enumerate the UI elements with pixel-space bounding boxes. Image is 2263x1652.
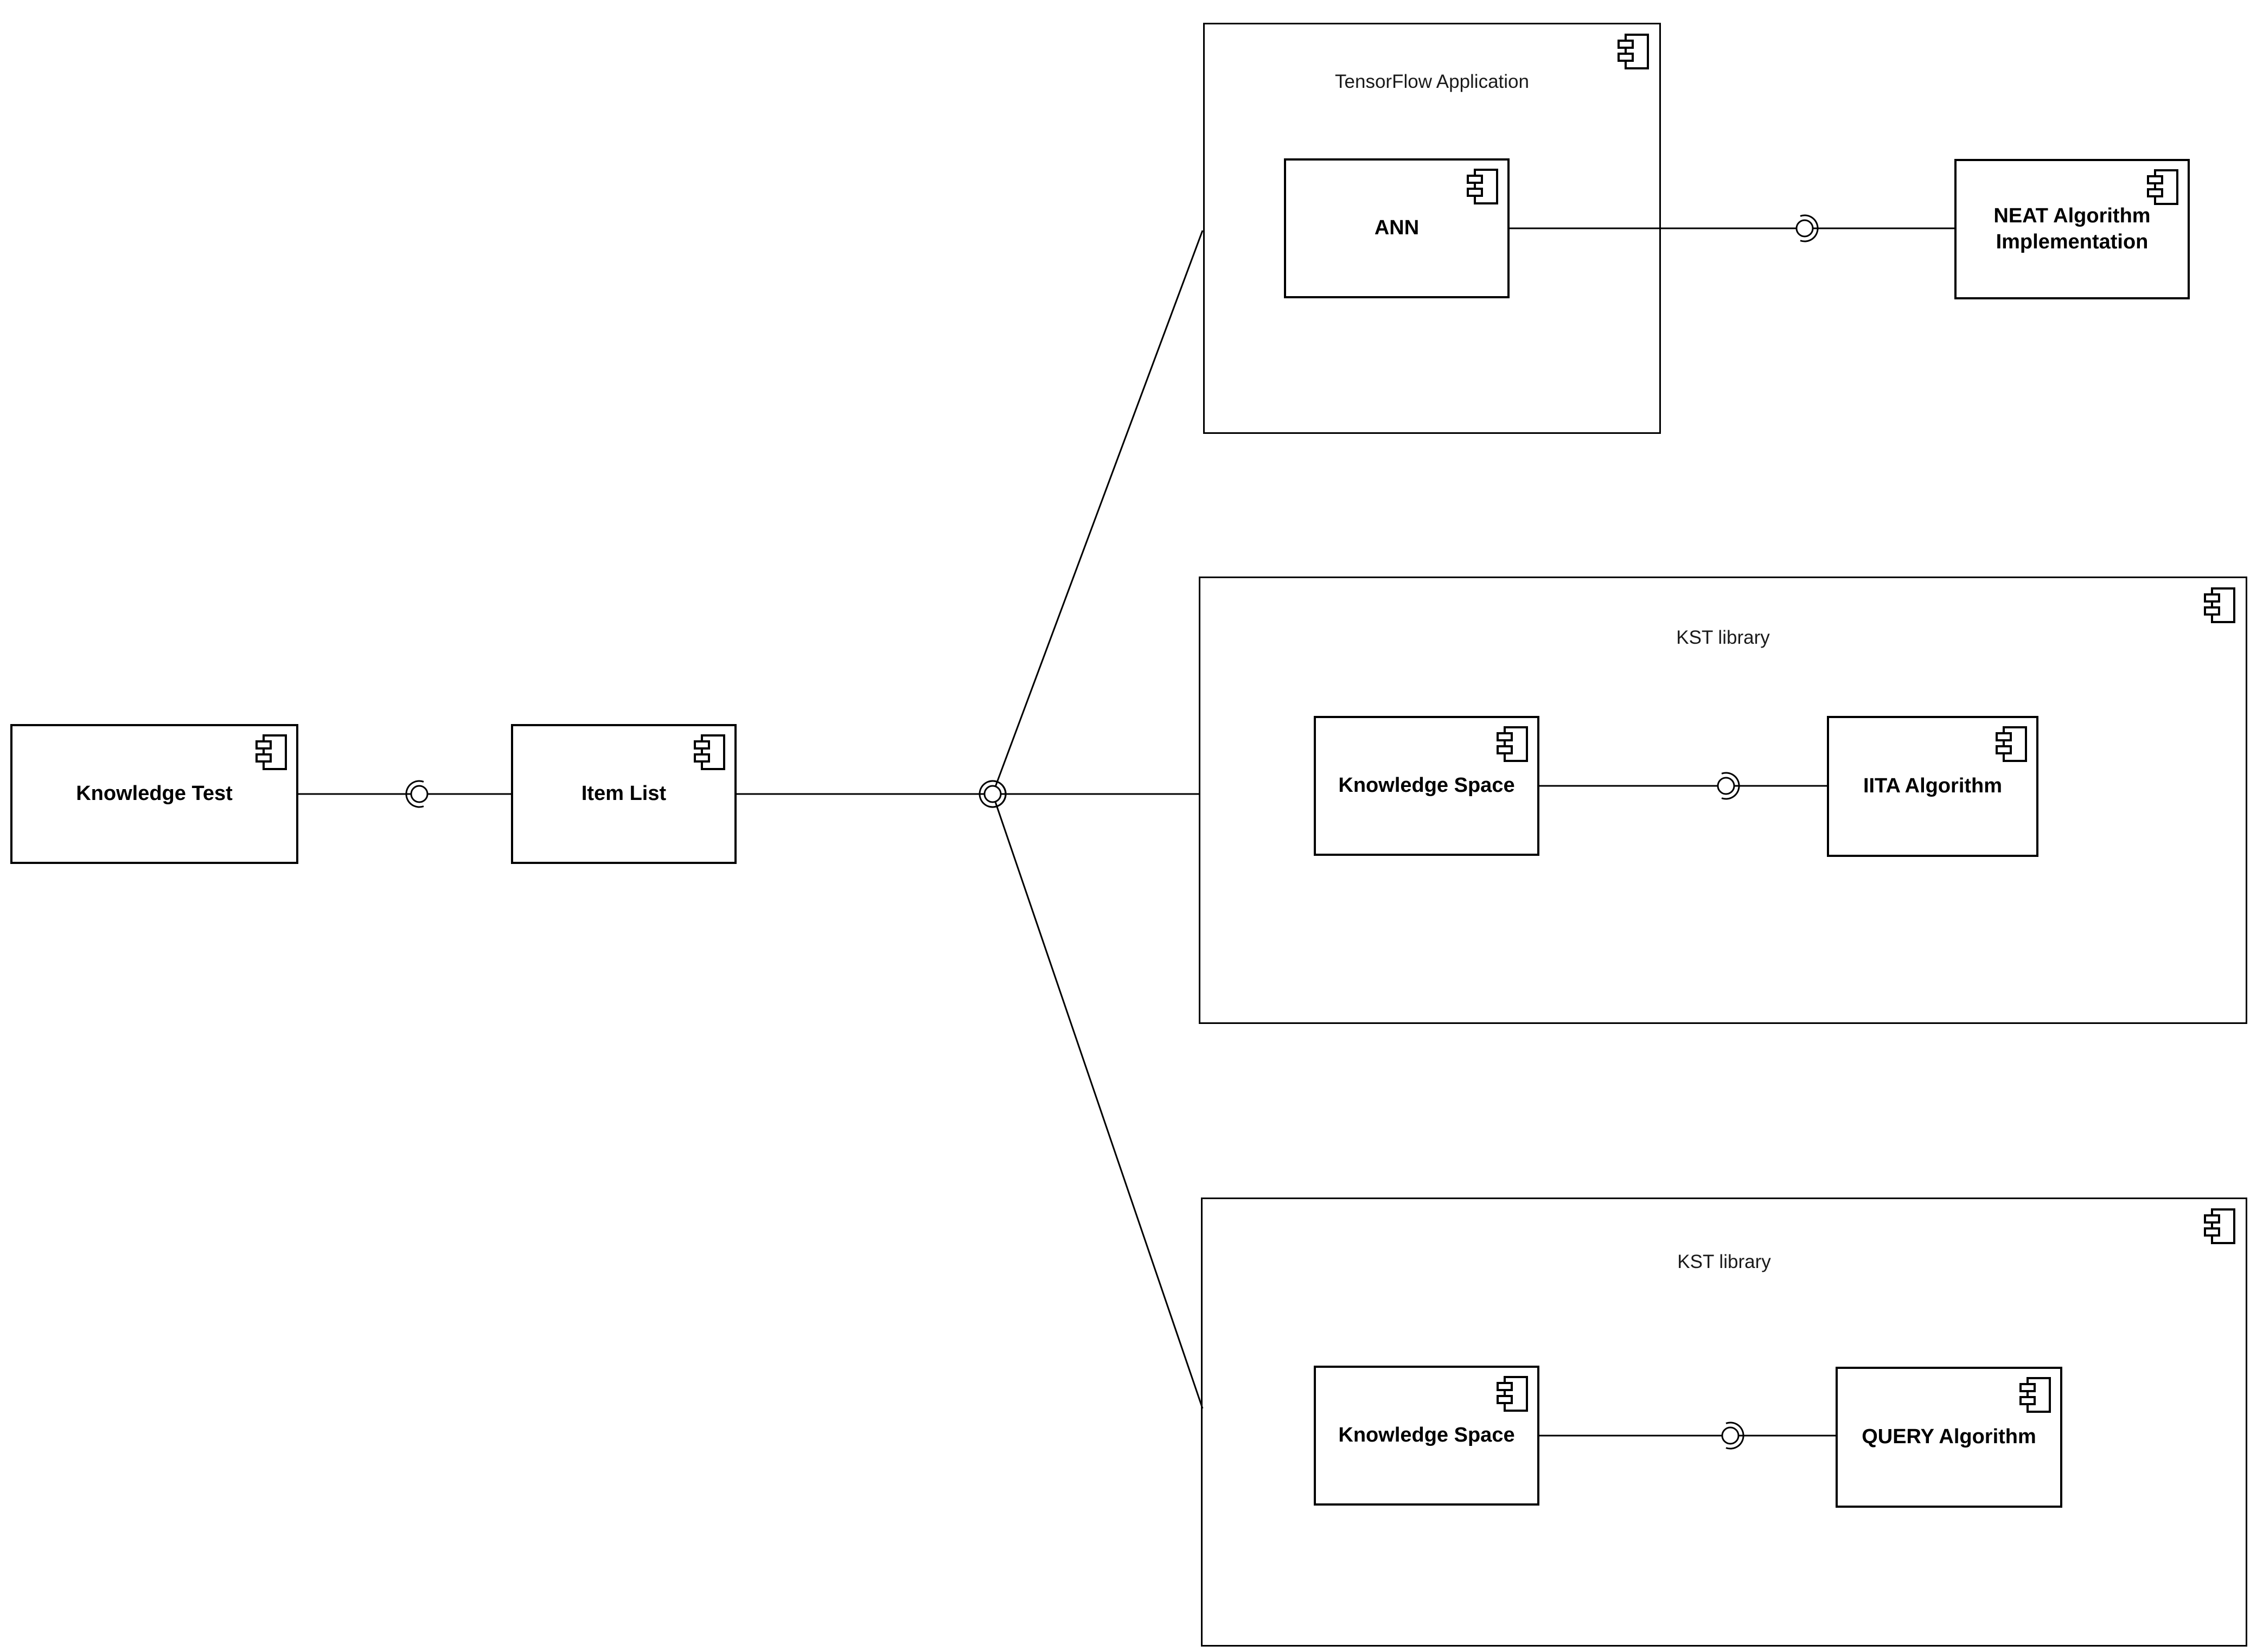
label-line-1: NEAT Algorithm: [1993, 204, 2151, 227]
component-neat-algorithm-implementation[interactable]: NEAT Algorithm Implementation: [1954, 159, 2190, 299]
uml-component-icon: [1467, 169, 1498, 204]
uml-component-icon: [2204, 587, 2235, 623]
component-iita-algorithm[interactable]: IITA Algorithm: [1827, 716, 2038, 857]
component-label: Knowledge Space: [1338, 1424, 1515, 1447]
component-ann[interactable]: ANN: [1284, 158, 1510, 298]
component-label: NEAT Algorithm Implementation: [1977, 203, 2166, 255]
uml-component-icon: [1497, 1376, 1528, 1412]
component-label: QUERY Algorithm: [1862, 1425, 2036, 1449]
uml-component-icon: [2147, 169, 2178, 205]
uml-component-icon: [694, 734, 725, 770]
component-label: Knowledge Space: [1338, 774, 1515, 797]
component-label: Knowledge Test: [76, 782, 233, 805]
component-knowledge-space-middle[interactable]: Knowledge Space: [1314, 716, 1539, 856]
uml-component-icon: [1996, 726, 2027, 762]
container-title: TensorFlow Application: [1335, 71, 1529, 92]
container-title: KST library: [1676, 627, 1770, 648]
uml-component-icon: [255, 734, 287, 770]
component-item-list[interactable]: Item List: [511, 724, 737, 864]
component-knowledge-space-bottom[interactable]: Knowledge Space: [1314, 1366, 1539, 1506]
uml-component-icon: [2204, 1208, 2235, 1244]
component-label: Item List: [581, 782, 667, 805]
label-line-2: Implementation: [1996, 230, 2149, 253]
junction-ball-socket: [978, 776, 1011, 812]
uml-component-icon: [2019, 1377, 2051, 1413]
edge-junction-tensorflow[interactable]: [992, 230, 1204, 795]
uml-component-icon: [1618, 34, 1649, 69]
container-title: KST library: [1677, 1251, 1771, 1272]
component-query-algorithm[interactable]: QUERY Algorithm: [1836, 1367, 2062, 1508]
uml-component-icon: [1497, 726, 1528, 762]
ball-socket-neat: [1795, 214, 1819, 242]
component-knowledge-test[interactable]: Knowledge Test: [10, 724, 298, 864]
edge-junction-kst-bottom[interactable]: [992, 793, 1204, 1409]
ball-socket-knowledge-test: [405, 780, 429, 808]
component-label: ANN: [1374, 216, 1420, 240]
component-label: IITA Algorithm: [1863, 774, 2003, 798]
